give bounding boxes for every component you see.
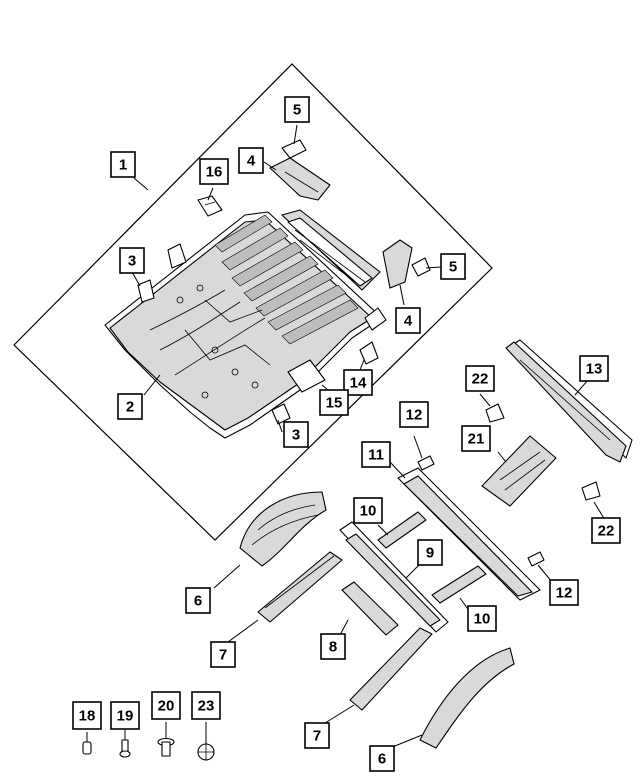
callout-3-lower: 3: [283, 421, 309, 448]
svg-text:22: 22: [472, 371, 489, 388]
svg-text:19: 19: [117, 708, 134, 725]
callout-22-upper: 22: [465, 365, 495, 392]
floor-pan-part: [104, 211, 383, 439]
support-part-8: [341, 581, 399, 636]
callout-10-lower: 10: [467, 605, 497, 632]
callout-15: 15: [319, 389, 349, 416]
callout-4-right: 4: [395, 307, 421, 334]
clip-part-22-lower: [581, 481, 601, 501]
callout-11: 11: [361, 441, 391, 468]
callout-22-lower: 22: [591, 517, 621, 544]
fastener-part-20: [157, 737, 175, 757]
svg-text:18: 18: [79, 708, 96, 725]
fastener-part-18: [82, 741, 92, 755]
callout-5-right: 5: [440, 253, 466, 280]
callout-21: 21: [461, 425, 491, 452]
crossmember-part-9: [339, 521, 449, 633]
svg-text:4: 4: [247, 153, 256, 170]
bracket-part-3-lower: [271, 403, 291, 425]
bracket-part-12-upper: [417, 455, 435, 471]
svg-text:6: 6: [194, 593, 202, 610]
bracket-part-5-right: [411, 257, 431, 277]
wheelhouse-part-upper: [239, 491, 327, 567]
callout-7-upper: 7: [210, 641, 236, 668]
callout-7-lower: 7: [304, 722, 330, 749]
svg-text:16: 16: [206, 164, 223, 181]
long-rail-part-11: [397, 467, 541, 601]
svg-text:14: 14: [350, 375, 367, 392]
svg-text:6: 6: [378, 751, 386, 768]
callout-5-upper: 5: [284, 96, 310, 123]
callout-10-upper: 10: [353, 497, 383, 524]
svg-text:8: 8: [329, 639, 337, 656]
callout-3-upper: 3: [119, 247, 145, 274]
svg-text:10: 10: [360, 503, 377, 520]
leader-lines: [86, 124, 606, 749]
clip-part-22-upper: [485, 403, 505, 423]
callout-16: 16: [199, 158, 229, 185]
callout-18: 18: [72, 701, 102, 730]
fastener-part-23: [197, 743, 215, 761]
svg-text:5: 5: [449, 259, 457, 276]
cross-rail-part-10-lower: [431, 565, 487, 604]
callout-1: 1: [110, 151, 136, 178]
bracket-part-3-upper: [137, 243, 187, 303]
bracket-part-14-15: [287, 341, 379, 393]
svg-text:22: 22: [598, 523, 615, 540]
svg-text:11: 11: [368, 447, 384, 464]
svg-text:9: 9: [426, 545, 434, 562]
svg-text:7: 7: [313, 728, 321, 745]
callout-4-upper: 4: [238, 147, 264, 174]
callout-8: 8: [320, 633, 346, 660]
svg-text:21: 21: [468, 431, 485, 448]
rear-crossmember-part: [281, 209, 381, 291]
bracket-part-4-right: [382, 239, 413, 289]
callout-20: 20: [151, 691, 181, 720]
callout-12-lower: 12: [549, 579, 579, 606]
callout-23: 23: [191, 691, 221, 720]
rear-panel-part-13: [505, 339, 633, 463]
svg-text:2: 2: [126, 399, 134, 416]
callout-2: 2: [117, 393, 143, 420]
bracket-part-rear-right: [364, 307, 387, 331]
svg-text:23: 23: [198, 698, 215, 715]
callout-6-upper: 6: [185, 587, 211, 614]
svg-text:5: 5: [293, 102, 301, 119]
callout-13: 13: [579, 355, 609, 382]
sill-rail-part-lower: [349, 627, 433, 711]
fastener-part-19: [119, 739, 131, 758]
svg-text:20: 20: [158, 698, 175, 715]
svg-text:4: 4: [404, 313, 413, 330]
svg-text:3: 3: [128, 253, 136, 270]
bracket-part-16: [197, 195, 223, 217]
svg-text:15: 15: [326, 395, 343, 412]
bracket-part-4-upper: [269, 157, 331, 201]
svg-text:10: 10: [474, 611, 491, 628]
panel-part-21: [481, 435, 557, 507]
callout-12-upper: 12: [399, 401, 429, 428]
svg-text:13: 13: [586, 361, 603, 378]
bracket-part-12-lower: [527, 551, 545, 567]
svg-text:12: 12: [406, 407, 423, 424]
svg-text:7: 7: [219, 647, 227, 664]
callout-19: 19: [110, 701, 140, 730]
svg-text:3: 3: [292, 427, 300, 444]
callout-9: 9: [417, 539, 443, 566]
assembly-frame: [13, 63, 493, 541]
sill-rail-part-upper: [257, 551, 343, 623]
svg-text:12: 12: [556, 585, 573, 602]
svg-text:1: 1: [119, 157, 127, 174]
wheelhouse-part-lower: [419, 647, 515, 749]
cross-rail-part-10-upper: [377, 511, 427, 549]
callout-6-lower: 6: [369, 745, 395, 772]
